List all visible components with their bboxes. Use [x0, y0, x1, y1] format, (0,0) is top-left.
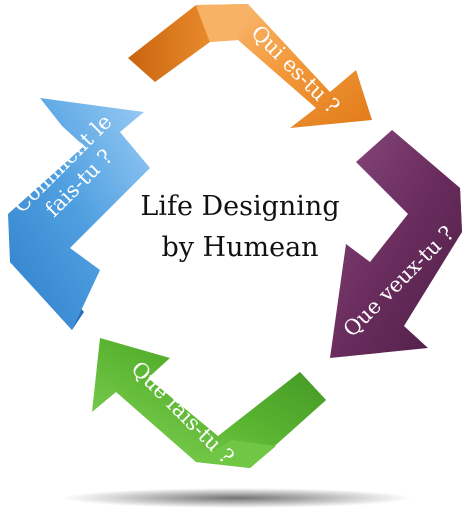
arrow-qui-es-tu: Qui es-tu ? [128, 4, 372, 128]
ground-shadow [62, 488, 412, 508]
arrow-que-fais-tu: Que fais-tu ? [92, 338, 326, 469]
arrow-label-qui-es-tu: Qui es-tu ? [246, 21, 344, 119]
center-title-line1: Life Designing [140, 191, 339, 222]
arrow-comment-le-fais-tu: Comment le fais-tu ? [8, 98, 150, 330]
arrow-que-veux-tu: Que veux-tu ? [330, 130, 462, 358]
center-title-line2: by Humean [161, 232, 318, 263]
